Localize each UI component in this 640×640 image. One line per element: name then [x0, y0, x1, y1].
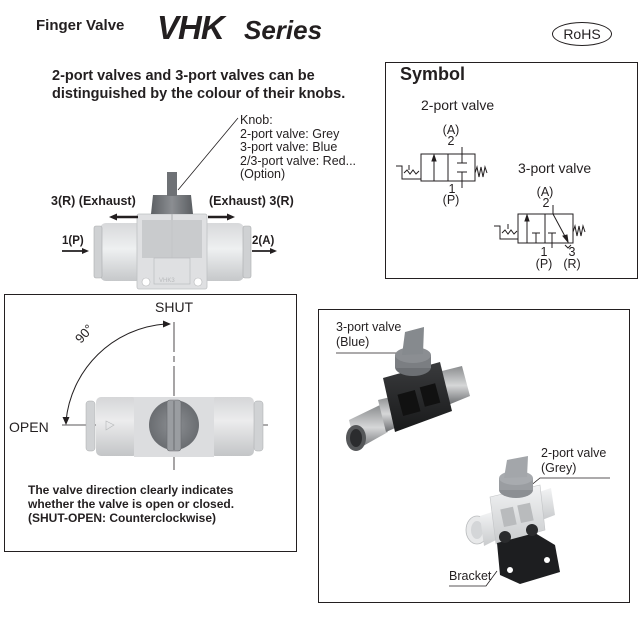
rotation-arc — [65, 323, 166, 422]
three-port-symbol-label: 3-port valve — [518, 160, 592, 176]
three-port-photo-label-line2: (Blue) — [336, 335, 370, 349]
headline-line-1: 2-port valves and 3-port valves can be — [52, 68, 315, 84]
exhaust-left-label: 3(R) (Exhaust) — [51, 194, 136, 208]
exhaust-right-label: (Exhaust) 3(R) — [209, 194, 294, 208]
knob-note-line: Knob: — [240, 113, 273, 127]
intro-headline: 2-port valves and 3-port valves can be d… — [52, 67, 345, 103]
two-port-photo-label-line2: (Grey) — [541, 461, 577, 475]
rohs-badge: RoHS — [552, 22, 612, 46]
knob-cap — [151, 195, 193, 214]
two-port-valve-photo — [465, 456, 560, 584]
caption-line: (SHUT-OPEN: Counterclockwise) — [28, 511, 217, 525]
body-arrow-plate — [153, 257, 191, 285]
knob-leader-line — [177, 117, 239, 191]
mounting-bracket — [497, 533, 560, 584]
three-port-photo-label-line1: 3-port valve — [336, 320, 402, 334]
left-collet — [93, 225, 103, 279]
three-port-r-num: 3 — [568, 245, 576, 259]
knob-colour-note: Knob: 2-port valve: Grey 3-port valve: B… — [240, 113, 357, 182]
two-port-p-num: 1 — [448, 182, 456, 196]
series-word: Series — [244, 15, 323, 45]
two-port-symbol-label: 2-port valve — [421, 97, 495, 113]
knob-note-line: (Option) — [240, 167, 286, 181]
knob-lever — [167, 172, 177, 196]
open-label: OPEN — [9, 419, 49, 435]
three-port-p-name: (P) — [535, 257, 553, 271]
two-port-p-name: (P) — [442, 193, 460, 207]
rotation-panel — [4, 294, 297, 552]
bracket-label: Bracket — [449, 569, 492, 583]
three-port-r-name: (R) — [563, 257, 581, 271]
right-collet — [242, 225, 252, 279]
caption-line: The valve direction clearly indicates — [28, 483, 234, 497]
three-port-p-num: 1 — [540, 245, 548, 259]
two-port-a-name: (A) — [442, 123, 460, 137]
body-marking: VHK3 — [159, 278, 175, 284]
two-port-a-num: 2 — [447, 134, 455, 148]
two-port-photo-label-line1: 2-port valve — [541, 446, 607, 460]
product-type-label: Finger Valve — [36, 17, 125, 34]
port-out-label: 2(A) — [252, 235, 275, 247]
left-tube — [100, 223, 142, 281]
knob-note-line: 2/3-port valve: Red... — [240, 153, 357, 168]
rotation-caption: The valve direction clearly indicates wh… — [28, 483, 234, 525]
three-port-a-num: 2 — [542, 196, 550, 210]
right-tube — [202, 223, 244, 281]
knob-note-line: 2-port valve: Grey — [240, 126, 340, 141]
three-port-valve-photo — [346, 327, 470, 451]
port-in-label: 1(P) — [62, 235, 84, 247]
headline-line-2: distinguished by the colour of their kno… — [52, 86, 346, 102]
series-code: VHK — [157, 9, 225, 46]
caption-line: whether the valve is open or closed. — [28, 497, 235, 511]
symbol-panel — [385, 62, 638, 279]
three-port-a-name: (A) — [536, 185, 554, 199]
three-port-photo-label: 3-port valve (Blue) — [336, 320, 401, 350]
symbol-title: Symbol — [400, 64, 466, 84]
photo-panel — [318, 309, 630, 603]
shut-label: SHUT — [155, 299, 194, 315]
knob-note-line: 3-port valve: Blue — [240, 140, 338, 154]
two-port-photo-label: 2-port valve (Grey) — [541, 446, 606, 476]
